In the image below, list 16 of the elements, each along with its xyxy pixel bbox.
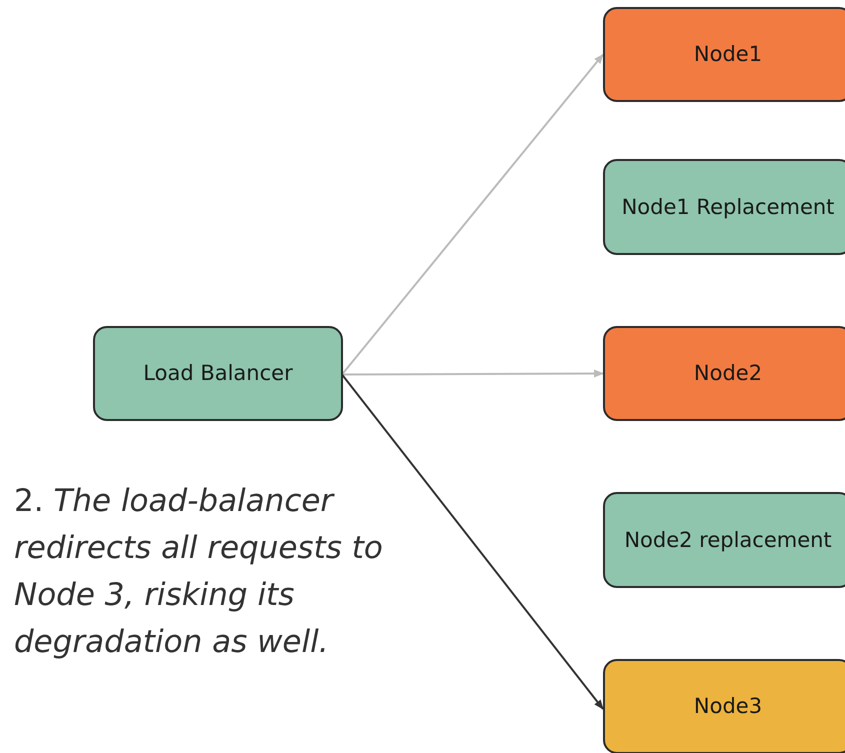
arrow <box>341 374 604 710</box>
note-text: 2. The load-balancer redirects all requests to Node 3, risking its degradation as well. <box>14 482 384 662</box>
node-label: Load Balancer <box>143 360 293 387</box>
arrow <box>341 54 604 376</box>
arrow <box>342 370 604 378</box>
node-box <box>603 159 845 255</box>
node-box <box>603 659 845 753</box>
node-label: Node2 <box>694 360 762 387</box>
node-label: Node2 replacement <box>624 526 832 554</box>
node-box <box>603 326 845 421</box>
node-label: Node1 <box>694 41 762 68</box>
node-label: Node3 <box>694 693 762 720</box>
node-box <box>603 492 845 588</box>
node-box <box>93 326 343 421</box>
node-label: Node1 Replacement <box>622 194 834 220</box>
node-box <box>603 7 845 102</box>
